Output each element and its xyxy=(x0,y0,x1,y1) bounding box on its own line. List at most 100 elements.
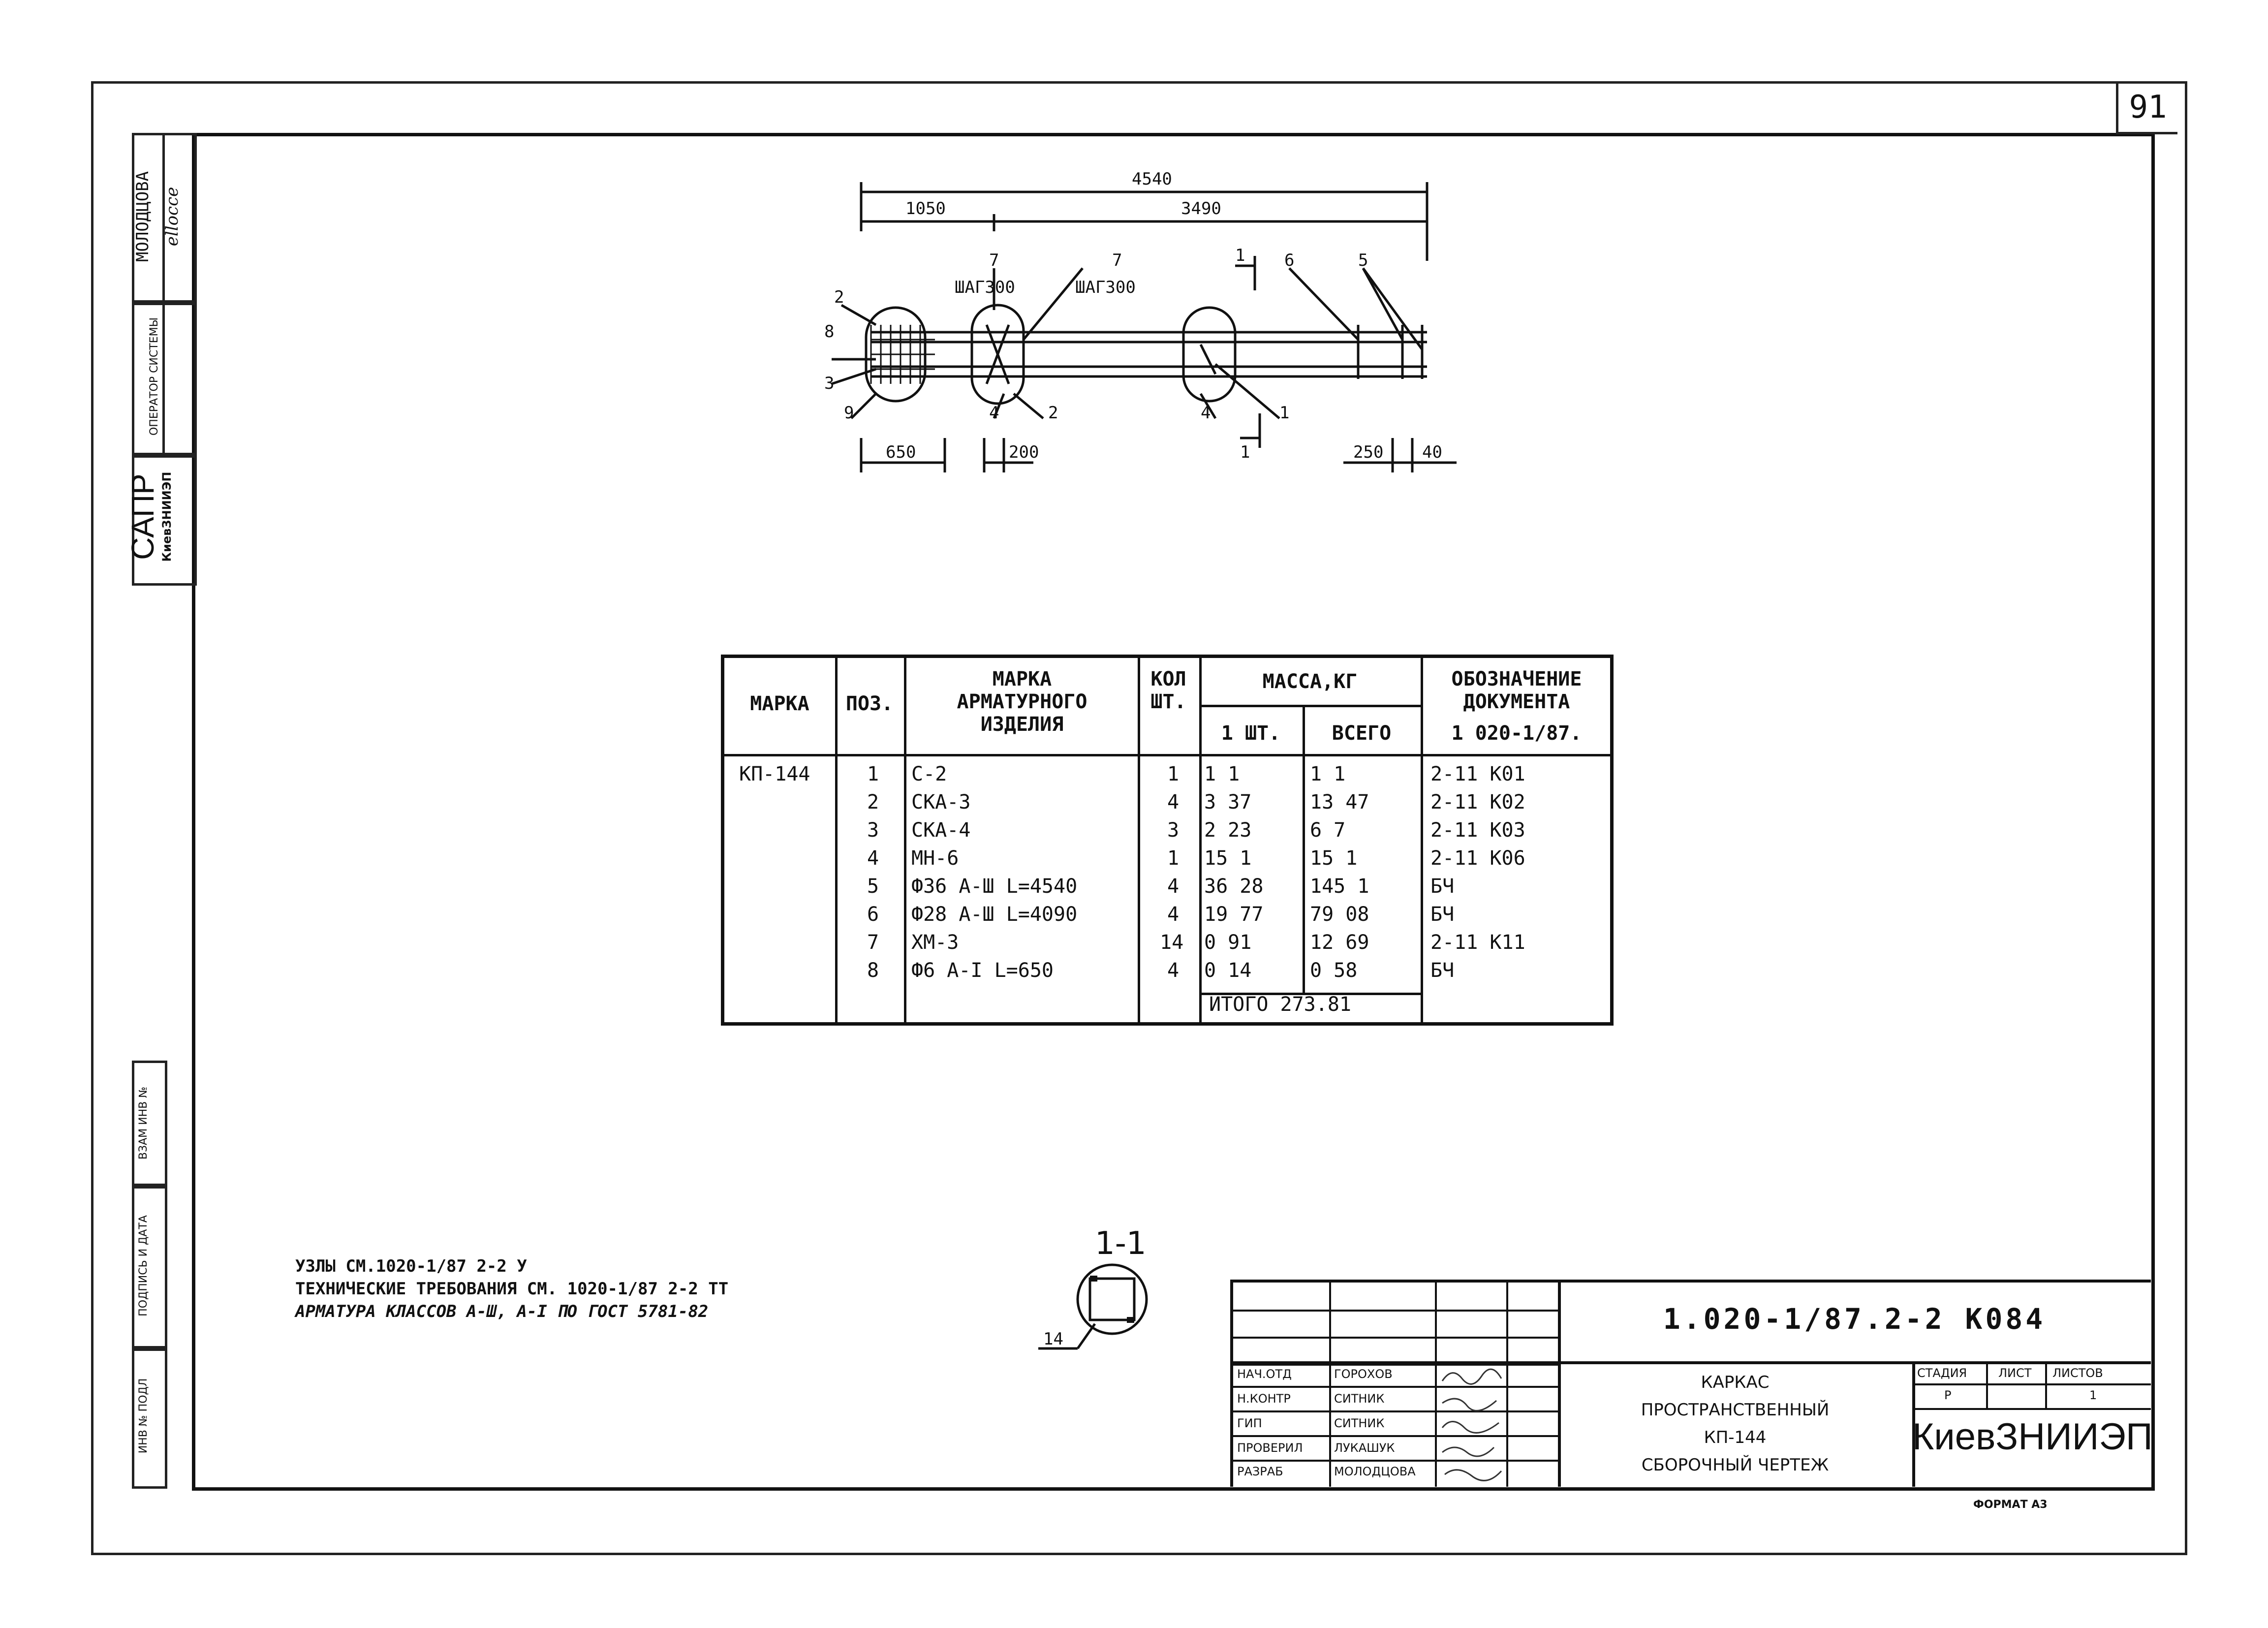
row-item: Ф28 А-Ш L=4090 xyxy=(911,903,1078,926)
dim-bottom-1: 650 xyxy=(886,442,916,462)
row-pos: 2 xyxy=(867,791,879,814)
section-label: 1-1 xyxy=(1095,1225,1147,1262)
title-line: КП-144 xyxy=(1704,1428,1767,1447)
title-block: НАЧ.ОТД ГОРОХОВ Н.КОНТР СИТНИК ГИП СИТНИ… xyxy=(1230,1280,2153,1487)
dim-total: 4540 xyxy=(1132,169,1172,189)
section-drawing: 14 xyxy=(1038,1263,1148,1350)
signatures xyxy=(1441,1368,1502,1481)
title-line: СБОРОЧНЫЙ ЧЕРТЕЖ xyxy=(1641,1455,1829,1475)
org-stamp xyxy=(132,453,197,586)
drawing-frame xyxy=(192,133,2155,1491)
callout-6: 6 xyxy=(1284,250,1294,270)
title-line: ПРОСТРАНСТВЕННЫЙ xyxy=(1641,1400,1830,1420)
row-pos: 1 xyxy=(867,763,879,785)
callout-2a: 2 xyxy=(834,287,844,307)
role-name: ГОРОХОВ xyxy=(1334,1367,1393,1381)
cage-drawing: 4540 1050 3490 7 ШАГ300 7 ШАГ300 2 8 3 9… xyxy=(824,169,1457,472)
row-mass-total: 145 1 xyxy=(1310,875,1369,898)
row-mass-total: 6 7 xyxy=(1310,819,1346,842)
row-doc: БЧ xyxy=(1430,903,1455,926)
row-item: С-2 xyxy=(911,763,947,785)
mark-value: КП-144 xyxy=(739,763,810,785)
dim-bottom-4: 40 xyxy=(1422,442,1442,462)
spec-table: МАРКА ПОЗ. МАРКА АРМАТУРНОГО ИЗДЕЛИЯ КОЛ… xyxy=(721,655,1614,1026)
dim-bottom-3: 250 xyxy=(1353,442,1383,462)
mass-total: ИТОГО 273.81 xyxy=(1209,993,1351,1016)
row-mass-total: 13 47 xyxy=(1310,791,1369,814)
detail-circle-left xyxy=(865,306,927,403)
callout-8: 8 xyxy=(824,322,834,342)
stamp-box-3 xyxy=(132,1346,167,1489)
row-doc: 2-11 К03 xyxy=(1430,819,1525,842)
row-doc: БЧ xyxy=(1430,875,1455,898)
row-mass-one: 0 14 xyxy=(1204,959,1252,982)
row-qty: 3 xyxy=(1167,819,1180,842)
operator-signature: ellocce xyxy=(162,187,182,247)
dim-bottom-2: 200 xyxy=(1009,442,1039,462)
stage-value: Р xyxy=(1944,1388,1952,1402)
row-qty: 4 xyxy=(1167,875,1180,898)
row-mass-total: 1 1 xyxy=(1310,763,1346,785)
row-mass-total: 12 69 xyxy=(1310,931,1369,954)
row-doc: 2-11 К01 xyxy=(1430,763,1525,785)
row-mass-total: 79 08 xyxy=(1310,903,1369,926)
page-number: 91 xyxy=(2116,83,2177,134)
sheet-border xyxy=(91,81,2187,1555)
stamp-divider xyxy=(162,133,165,453)
row-pos: 4 xyxy=(867,847,879,870)
sheet-label: ЛИСТ xyxy=(1998,1366,2032,1380)
row-mass-one: 15 1 xyxy=(1204,847,1252,870)
callout-7b: 7 xyxy=(1112,250,1122,270)
stamp-box-1 xyxy=(132,1061,167,1189)
role-name: ЛУКАШУК xyxy=(1334,1441,1395,1455)
operator-name: МОЛОДЦОВА xyxy=(133,171,153,262)
row-mass-one: 36 28 xyxy=(1204,875,1264,898)
detail-circle-3 xyxy=(1182,306,1237,403)
stamp-label-1: ВЗАМ ИНВ № xyxy=(137,1086,150,1160)
callout-5: 5 xyxy=(1358,250,1368,270)
row-qty: 4 xyxy=(1167,791,1180,814)
callout-4a: 4 xyxy=(989,403,999,423)
row-mass-one: 1 1 xyxy=(1204,763,1240,785)
hdr-mass-one: 1 ШТ. xyxy=(1221,722,1281,745)
org-name: КиевЗНИИЭП xyxy=(1912,1416,2153,1458)
row-item: СКА-4 xyxy=(911,819,971,842)
row-pos: 6 xyxy=(867,903,879,926)
stamp-box-2 xyxy=(132,1184,167,1351)
row-item: ХМ-3 xyxy=(911,931,959,954)
hdr-pos: ПОЗ. xyxy=(845,692,894,715)
hdr-mass-total: ВСЕГО xyxy=(1332,722,1392,745)
row-mass-one: 19 77 xyxy=(1204,903,1264,926)
step-b: ШАГ300 xyxy=(1075,278,1136,297)
role: РАЗРАБ xyxy=(1237,1465,1283,1478)
format-label: ФОРМАТ А3 xyxy=(1973,1499,2048,1511)
hdr-doc: ОБОЗНАЧЕНИЕ ДОКУМЕНТА xyxy=(1451,668,1582,713)
row-pos: 3 xyxy=(867,819,879,842)
stamp-label-2: ПОДПИСЬ И ДАТА xyxy=(137,1215,150,1316)
operator-label: ОПЕРАТОР СИСТЕМЫ xyxy=(148,317,160,436)
hdr-mark: МАРКА xyxy=(750,692,809,715)
role-name: СИТНИК xyxy=(1334,1392,1385,1406)
hdr-doc-code: 1 020-1/87. xyxy=(1451,722,1582,745)
document-code: 1.020-1/87.2-2 К084 xyxy=(1663,1302,2046,1336)
stamp-label-3: ИНВ № ПОДЛ xyxy=(137,1378,150,1454)
row-pos: 7 xyxy=(867,931,879,954)
row-item: МН-6 xyxy=(911,847,959,870)
role-name: СИТНИК xyxy=(1334,1416,1385,1430)
sapr-label: САПР xyxy=(125,473,160,560)
callout-4b: 4 xyxy=(1201,403,1211,423)
row-mass-one: 3 37 xyxy=(1204,791,1252,814)
sheets-label: ЛИСТОВ xyxy=(2052,1366,2103,1380)
cut-label-bottom: 1 xyxy=(1240,442,1250,462)
dim-left: 1050 xyxy=(905,199,946,219)
callout-9: 9 xyxy=(844,403,854,423)
sheets-value: 1 xyxy=(2089,1388,2097,1402)
row-mass-one: 0 91 xyxy=(1204,931,1252,954)
row-mass-total: 0 58 xyxy=(1310,959,1358,982)
row-qty: 4 xyxy=(1167,959,1180,982)
row-pos: 5 xyxy=(867,875,879,898)
row-doc: 2-11 К11 xyxy=(1430,931,1525,954)
callout-7a: 7 xyxy=(989,250,999,270)
callout-3: 3 xyxy=(824,374,834,393)
row-item: Ф36 А-Ш L=4540 xyxy=(911,875,1078,898)
